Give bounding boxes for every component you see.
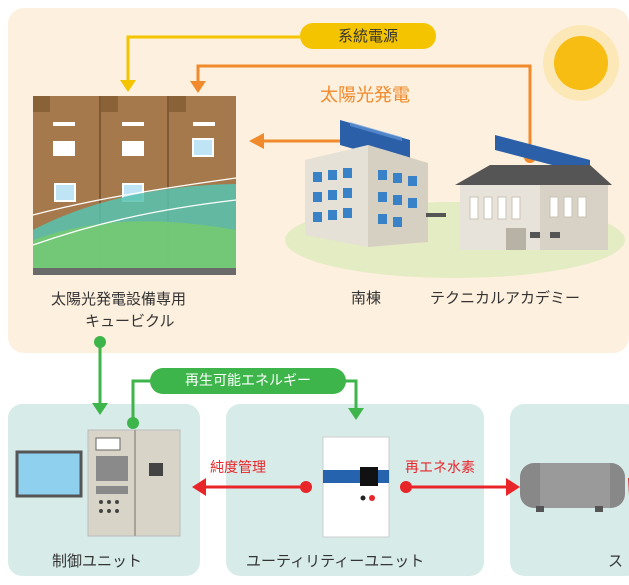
monitor-icon xyxy=(15,450,83,498)
renewable-energy-label: 再生可能エネルギー xyxy=(150,368,346,394)
grid-power-label: 系統電源 xyxy=(300,23,436,49)
utility-unit-label: ユーティリティーユニット xyxy=(246,552,425,570)
tank-icon xyxy=(520,463,629,512)
solar-power-label: 太陽光発電 xyxy=(320,85,410,106)
utility-unit-icon xyxy=(322,436,390,538)
storage-label: ス xyxy=(608,552,624,570)
sun-icon xyxy=(554,36,608,90)
control-panel-icon xyxy=(87,429,181,537)
purity-management-label: 純度管理 xyxy=(210,460,266,476)
building-icon xyxy=(455,135,612,250)
cubicle-icon xyxy=(32,96,237,275)
tech-academy-label: テクニカルアカデミー xyxy=(430,289,581,307)
cubicle-label-line2: キュービクル xyxy=(85,312,175,330)
cubicle-label-line1: 太陽光発電設備専用 xyxy=(51,290,187,308)
building-icon xyxy=(305,120,446,247)
renewable-hydrogen-label: 再エネ水素 xyxy=(405,460,475,476)
control-unit-label: 制御ユニット xyxy=(52,552,143,570)
grid-power-line xyxy=(126,35,300,82)
south-building-label: 南棟 xyxy=(351,289,382,307)
